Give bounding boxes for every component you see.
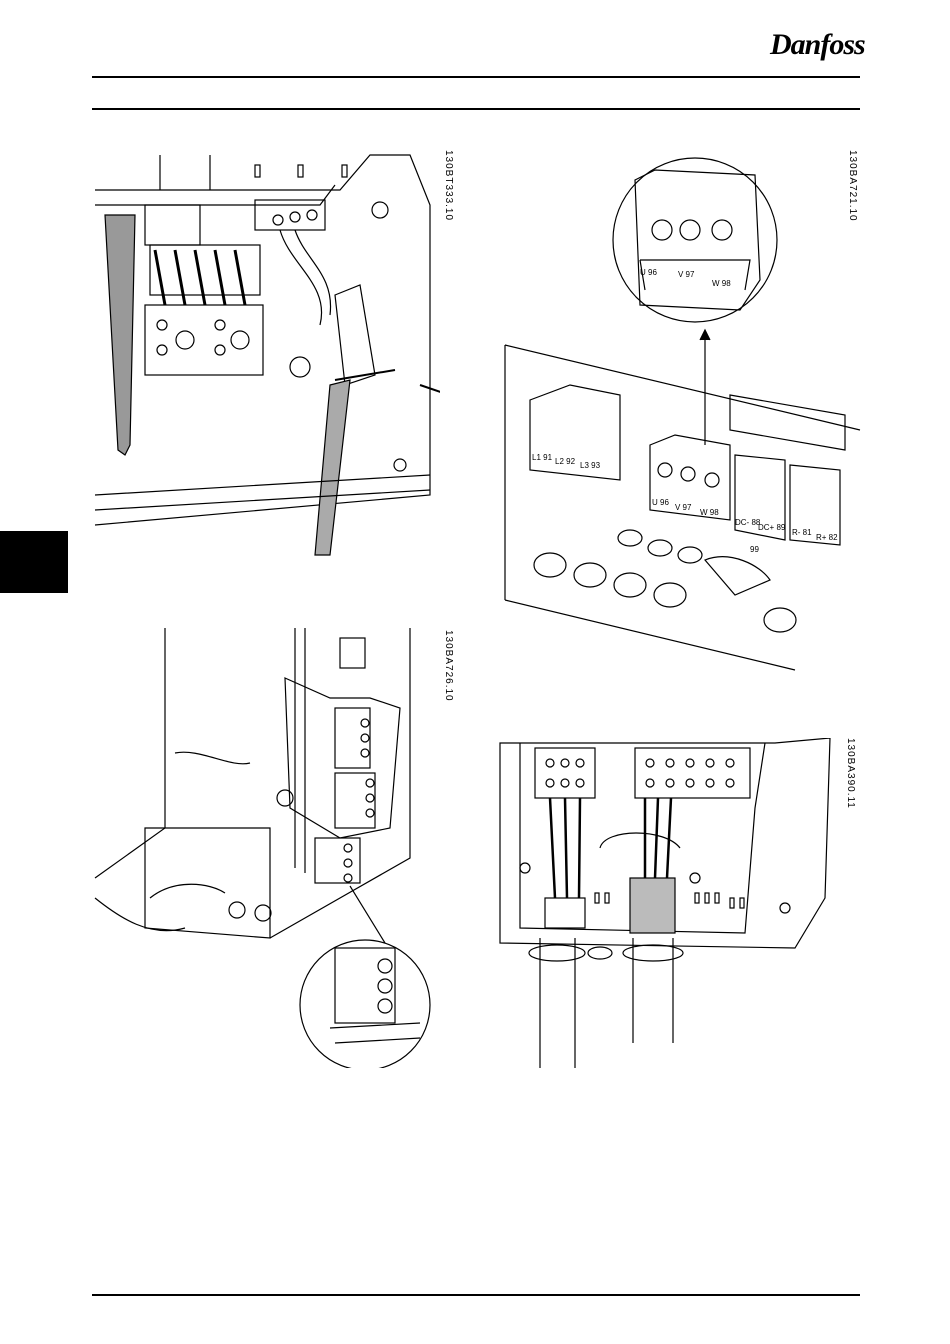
footer-rule bbox=[92, 1294, 860, 1296]
terminal-label-rminus: R- 81 bbox=[792, 528, 812, 537]
header-rule-top bbox=[92, 76, 860, 78]
header-rule-bottom bbox=[92, 108, 860, 110]
figure-code-1: 130BT333.10 bbox=[443, 150, 454, 221]
terminal-label-rplus: R+ 82 bbox=[816, 533, 838, 542]
chapter-tab bbox=[0, 531, 68, 593]
terminal-label-dcminus: DC- 88 bbox=[735, 518, 761, 527]
terminal-label-v97: V 97 bbox=[675, 503, 692, 512]
figure-code-3: 130BA726.10 bbox=[443, 630, 454, 702]
terminal-label-w98: W 98 bbox=[700, 508, 719, 517]
figure-cable-glands bbox=[495, 738, 840, 1078]
figure-control-terminals bbox=[90, 628, 440, 1068]
figure-motor-terminals: U 96 V 97 W 98 L1 91 L2 92 L3 93 U 96 V … bbox=[500, 150, 865, 675]
terminal-label-dcplus: DC+ 89 bbox=[758, 523, 786, 532]
figure-code-4: 130BA390.11 bbox=[845, 738, 856, 809]
figure-mains-connection bbox=[90, 145, 440, 565]
terminal-label-l2: L2 92 bbox=[555, 457, 576, 466]
terminal-label-u96: U 96 bbox=[652, 498, 669, 507]
terminal-label-l1: L1 91 bbox=[532, 453, 553, 462]
danfoss-logo: Danfoss bbox=[770, 28, 865, 62]
terminal-label-earth: 99 bbox=[750, 545, 759, 554]
terminal-label-l3: L3 93 bbox=[580, 461, 601, 470]
zoom-label-w98: W 98 bbox=[712, 279, 731, 288]
zoom-label-v97: V 97 bbox=[678, 270, 695, 279]
zoom-label-u96: U 96 bbox=[640, 268, 657, 277]
